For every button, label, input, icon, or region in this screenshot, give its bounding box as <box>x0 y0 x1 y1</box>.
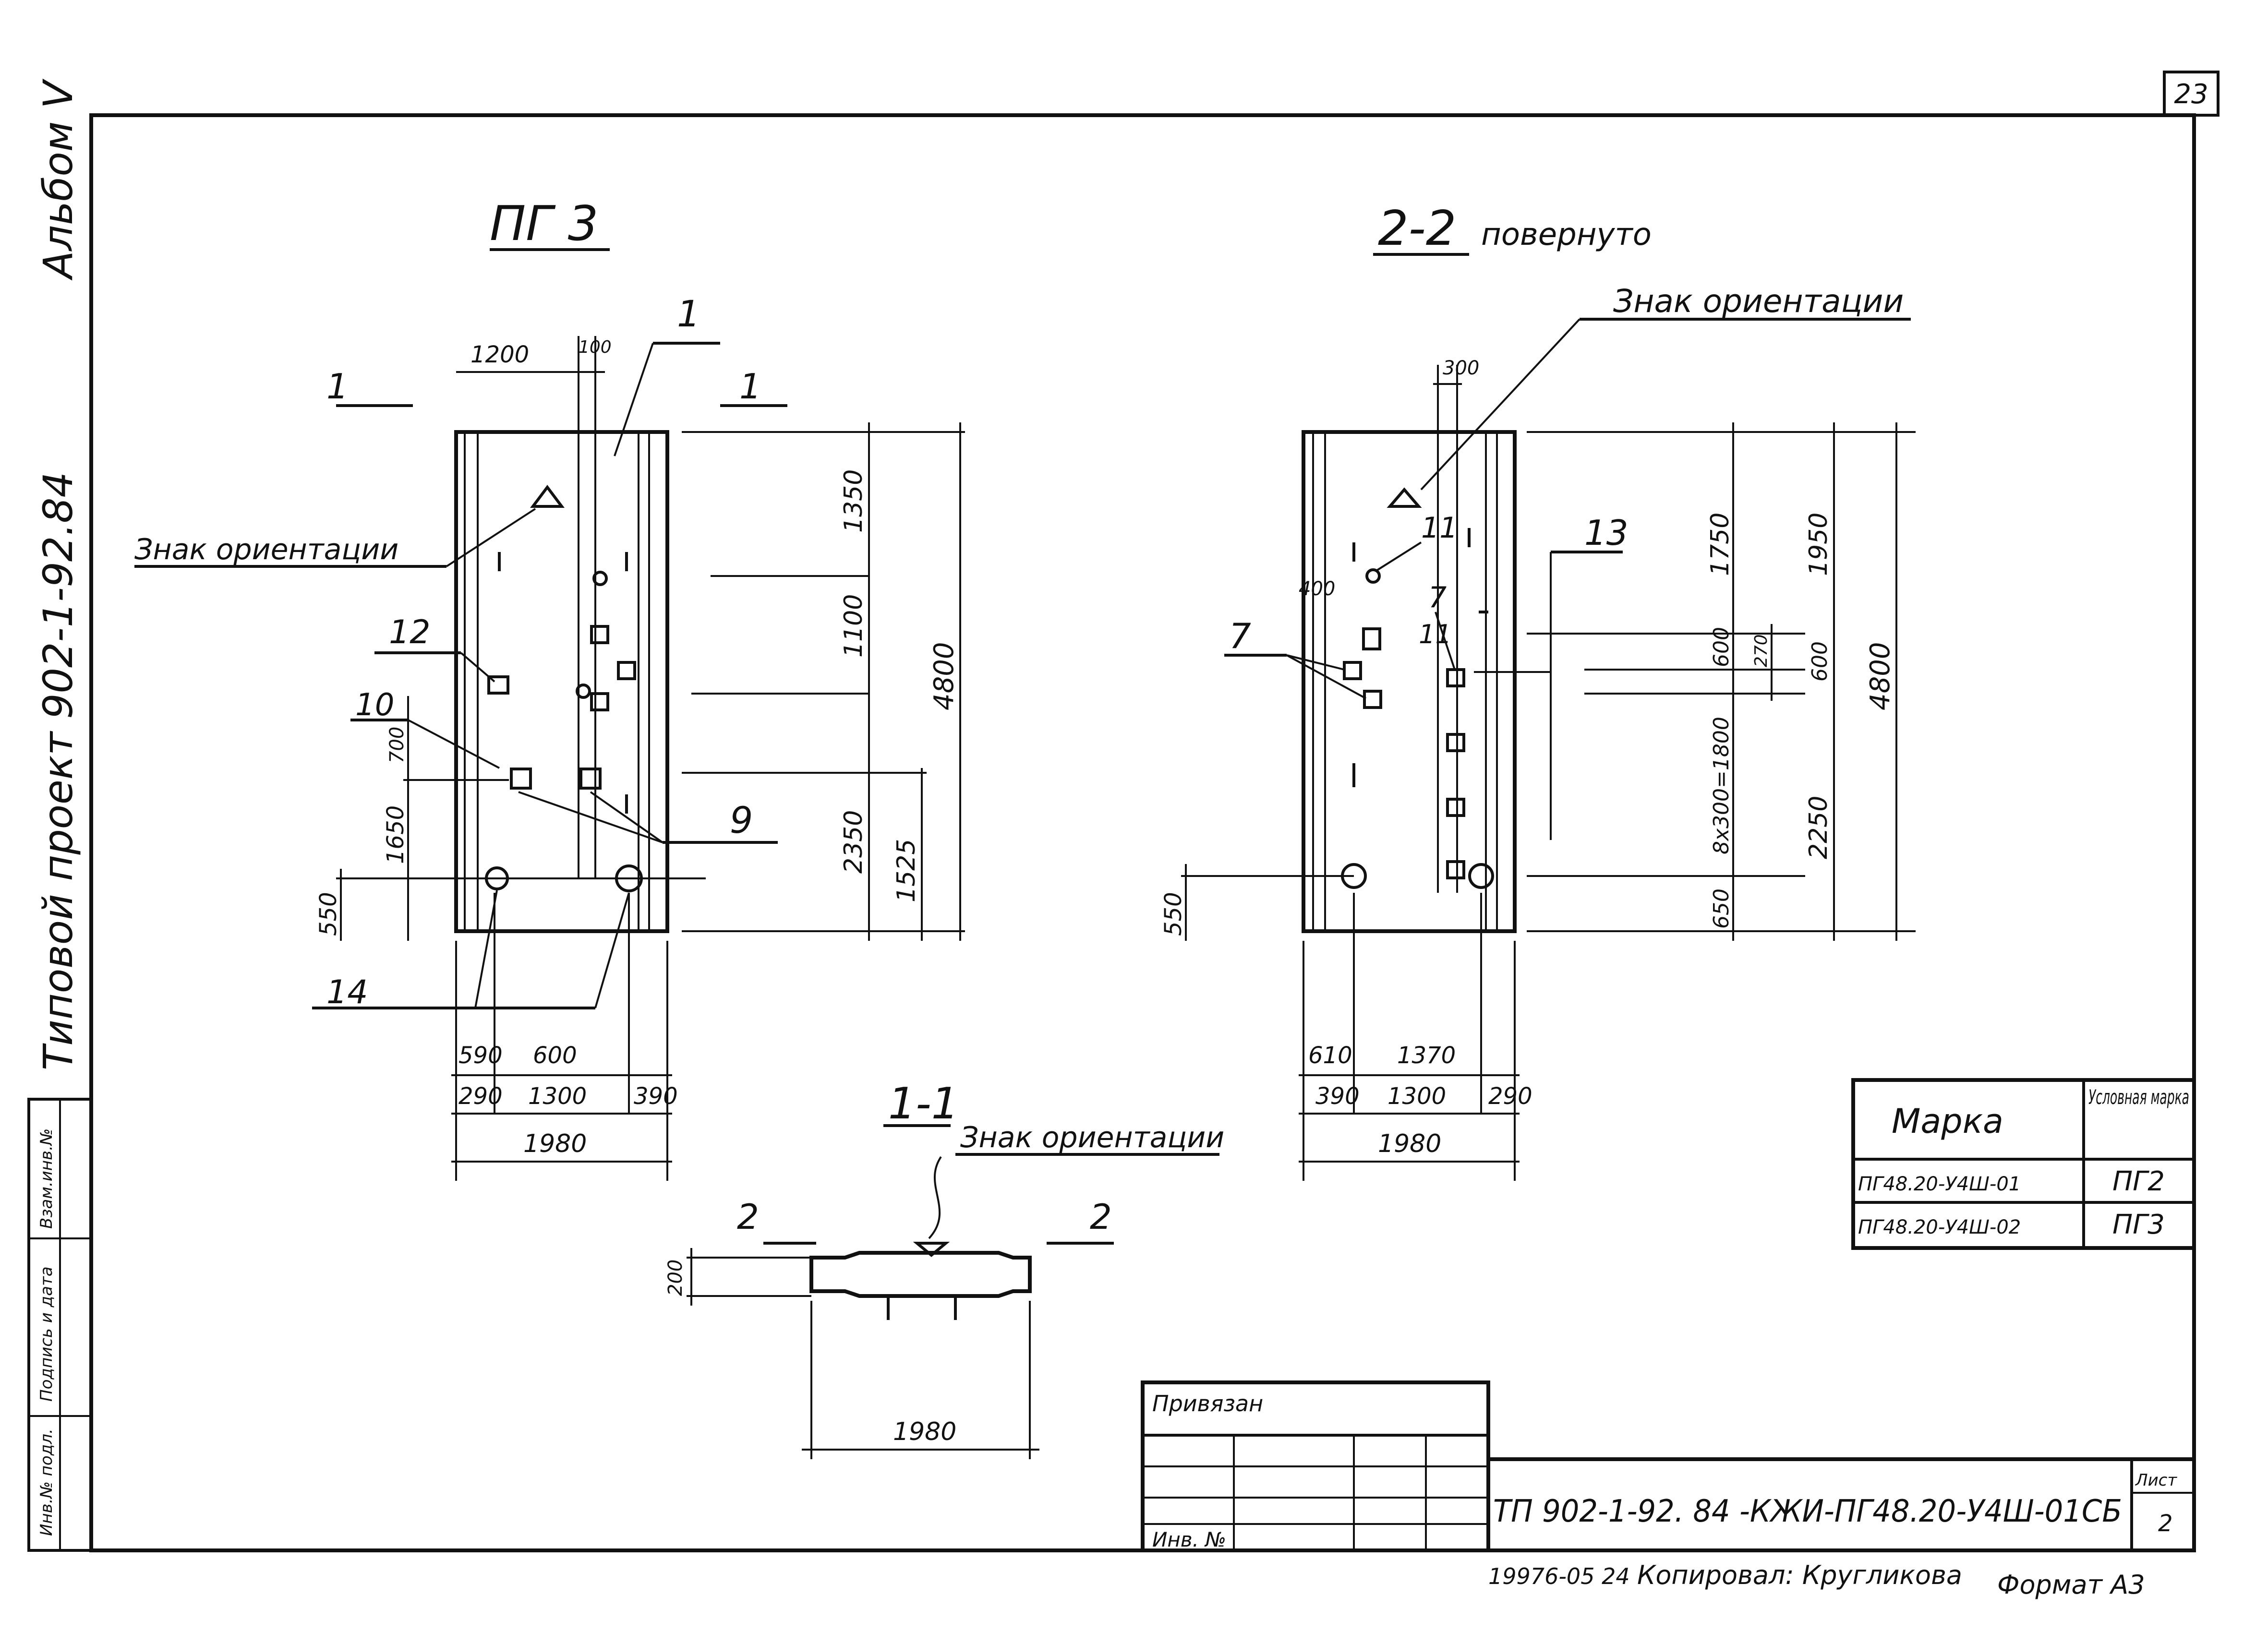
footer-left: 19976-05 24 <box>1488 1563 1630 1589</box>
pg3-callout-9: 9 <box>730 799 753 841</box>
tb-list-label: Лист <box>2135 1471 2177 1490</box>
stamp-inv: Инв.№ подл. <box>37 1428 56 1536</box>
s22-dim-1750: 1750 <box>1706 513 1735 576</box>
tb-list-value: 2 <box>2158 1510 2173 1537</box>
pg3-dim-590: 590 <box>458 1042 503 1069</box>
s11-cut-right: 2 <box>1090 1197 1112 1237</box>
pg3-dim-290: 290 <box>458 1083 503 1110</box>
album-label: Альбом V <box>35 78 82 281</box>
pg3-callout-14: 14 <box>326 973 368 1011</box>
pg3-callout-1: 1 <box>677 292 700 335</box>
s22-title: 2-2 <box>1378 200 1456 256</box>
view-section-1-1: 1-1 Знак ориентации 2 2 200 1980 <box>664 1079 1224 1459</box>
pg3-dim-100: 100 <box>579 337 612 357</box>
pg3-dim-1525: 1525 <box>892 839 921 902</box>
s11-dim-200: 200 <box>664 1260 687 1296</box>
pg3-dim-1980: 1980 <box>523 1129 587 1158</box>
s22-dim-2250: 2250 <box>1804 796 1833 859</box>
s22-dim-1300: 1300 <box>1387 1083 1446 1110</box>
table-header-cond: Условная марка <box>2088 1085 2189 1109</box>
s22-subtitle: повернуто <box>1481 217 1652 252</box>
s22-dim-1980: 1980 <box>1378 1129 1441 1158</box>
sheet-number-box <box>2163 71 2220 117</box>
pg3-dim-390: 390 <box>634 1083 678 1110</box>
s22-dim-1950: 1950 <box>1804 513 1833 576</box>
s11-cut-left: 2 <box>737 1197 759 1237</box>
s22-dim-600b: 600 <box>1808 641 1832 682</box>
s22-callout-7a: 7 <box>1229 616 1251 656</box>
tb-privyazan: Привязан <box>1152 1391 1263 1416</box>
pg3-dim-2350: 2350 <box>839 810 868 874</box>
pg3-title: ПГ 3 <box>490 195 598 252</box>
pg3-dim-700: 700 <box>386 727 408 763</box>
s22-callout-7b: 7 <box>1428 581 1447 614</box>
pg3-dim-4800: 4800 <box>929 642 960 710</box>
pg3-cut-left: 1 <box>326 366 349 407</box>
side-stamp: Инв.№ подл. Подпись и дата Взам.инв.№ <box>27 1098 93 1552</box>
s22-callout-11a: 11 <box>1421 511 1458 545</box>
pg3-dim-1300: 1300 <box>528 1083 587 1110</box>
s22-dim-600a: 600 <box>1709 627 1734 667</box>
s11-orient-label: Знак ориентации <box>960 1121 1224 1154</box>
table-row2-cond: ПГ3 <box>2112 1209 2165 1240</box>
s22-callout-13: 13 <box>1584 513 1629 553</box>
table-header-mark: Марка <box>1892 1102 2003 1141</box>
stamp-sign: Подпись и дата <box>37 1266 56 1402</box>
tb-inv: Инв. № <box>1152 1528 1226 1551</box>
pg3-dim-1350: 1350 <box>839 469 868 533</box>
footer-format: Формат А3 <box>1997 1570 2145 1600</box>
s22-dim-4800: 4800 <box>1865 642 1896 710</box>
pg3-dim-1200: 1200 <box>470 341 529 368</box>
s11-title: 1-1 <box>888 1079 959 1129</box>
s22-dim-1370: 1370 <box>1397 1042 1456 1069</box>
footer-copied: Копировал: Кругликова <box>1637 1560 1962 1590</box>
s22-dim-290: 290 <box>1488 1083 1532 1110</box>
project-label: Типовой проект 902-1-92.84 <box>35 472 82 1070</box>
tb-code: ТП 902-1-92. 84 -КЖИ-ПГ48.20-У4Ш-01СБ <box>1493 1494 2122 1529</box>
s22-orient-label: Знак ориентации <box>1613 283 1904 320</box>
s22-dim-300: 300 <box>1443 357 1479 379</box>
view-pg3: ПГ 3 1 1 1200 100 <box>134 195 965 1181</box>
pg3-orient-label: Знак ориентации <box>134 533 398 566</box>
s11-dim-1980: 1980 <box>893 1417 956 1446</box>
sheet-number: 23 <box>2174 79 2208 110</box>
table-row1-cond: ПГ2 <box>2112 1166 2165 1197</box>
s22-callout-11b: 11 <box>1419 619 1452 649</box>
view-section-2-2: 2-2 повернуто Знак ориентации 300 400 <box>1160 200 1916 1181</box>
stamp-vzam: Взам.инв.№ <box>37 1128 56 1229</box>
pg3-dim-600: 600 <box>533 1042 577 1069</box>
pg3-dim-1650: 1650 <box>382 805 409 864</box>
table-row2-mark: ПГ48.20-У4Ш-02 <box>1858 1216 2021 1238</box>
s22-dim-610: 610 <box>1308 1042 1352 1069</box>
s22-dim-550: 550 <box>1160 892 1187 936</box>
pg3-cut-right: 1 <box>739 366 761 407</box>
pg3-dim-550: 550 <box>315 892 342 936</box>
s22-dim-8x300: 8х300=1800 <box>1709 717 1734 854</box>
pg3-callout-10: 10 <box>355 687 394 723</box>
s22-dim-650: 650 <box>1709 888 1734 929</box>
table-row1-mark: ПГ48.20-У4Ш-01 <box>1858 1173 2021 1195</box>
s22-dim-270: 270 <box>1751 634 1771 667</box>
pg3-dim-1100: 1100 <box>839 594 868 658</box>
s22-dim-400: 400 <box>1299 578 1335 600</box>
s22-dim-390: 390 <box>1315 1083 1360 1110</box>
title-block: Привязан Инв. № ТП 902-1-92. 84 -КЖИ-ПГ4… <box>1141 1380 2194 1552</box>
marks-table: Марка Условная марка ПГ48.20-У4Ш-01 ПГ2 … <box>1851 1078 2196 1250</box>
pg3-callout-12: 12 <box>389 613 431 651</box>
